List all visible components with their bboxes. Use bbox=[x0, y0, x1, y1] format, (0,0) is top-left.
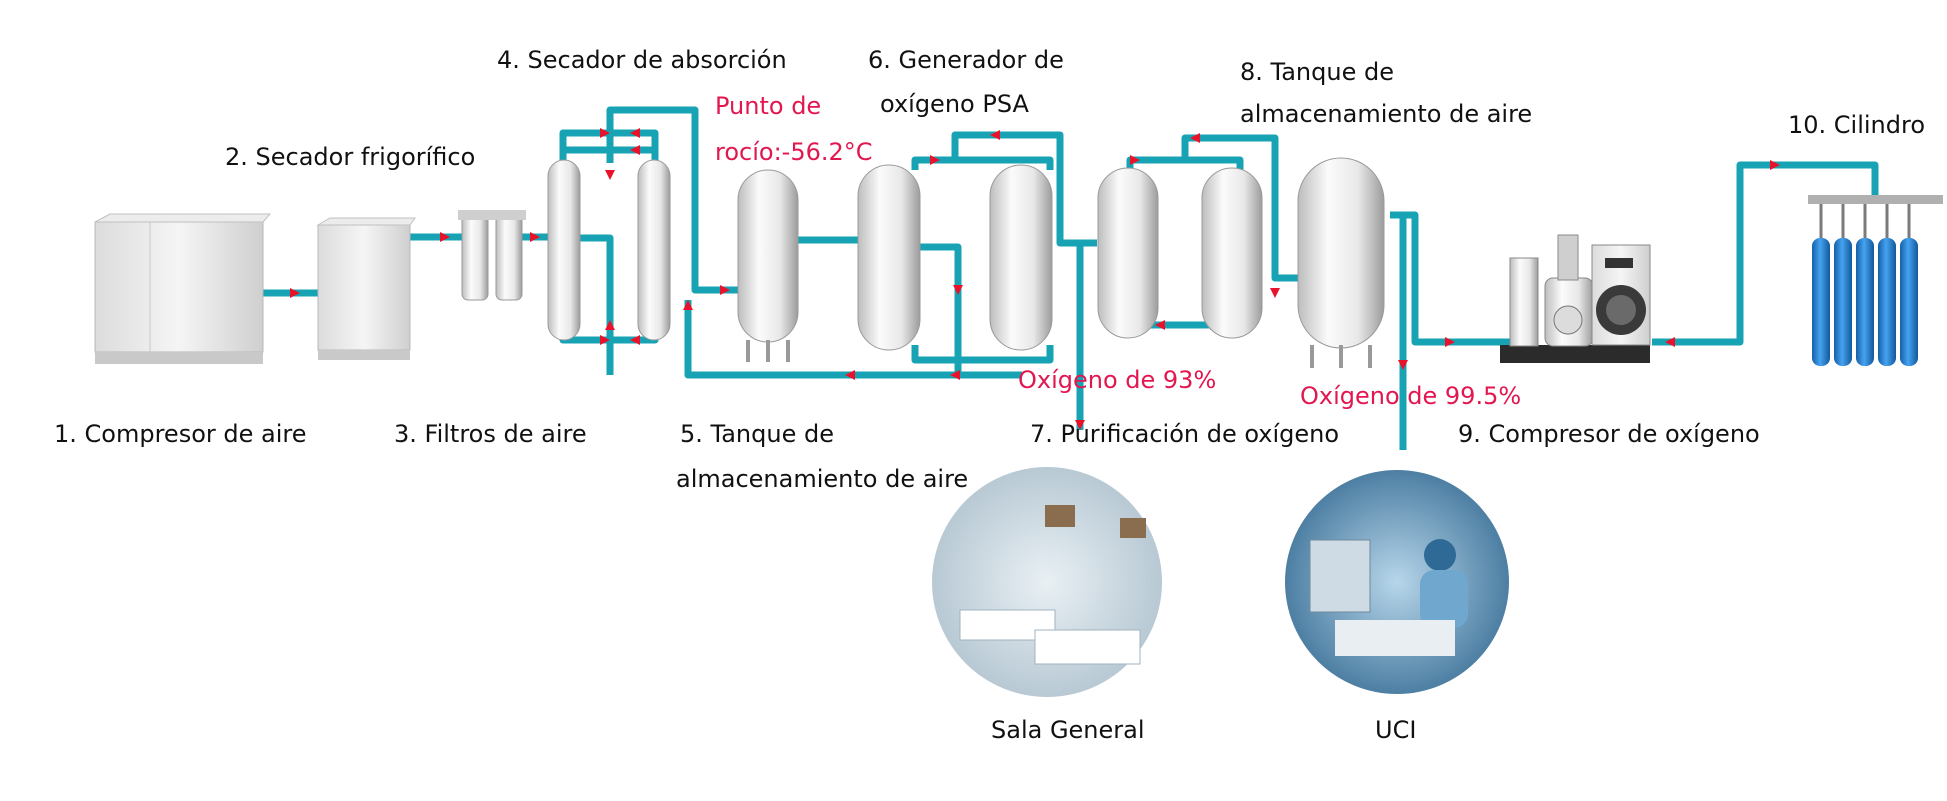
annotation-oxygen-93: Oxígeno de 93% bbox=[1018, 366, 1217, 394]
label-cylinder: 10. Cilindro bbox=[1788, 111, 1926, 139]
icu-photo bbox=[1285, 470, 1509, 694]
absorption-dryer bbox=[547, 159, 671, 341]
pipe-psa-bottom bbox=[911, 345, 1054, 364]
caption-ward: Sala General bbox=[991, 716, 1145, 744]
pipe-psa-top-loop bbox=[911, 156, 1054, 170]
air-compressor bbox=[94, 213, 272, 364]
label-air-tank-5-line2: almacenamiento de aire bbox=[676, 465, 969, 493]
label-psa-line1: 6. Generador de bbox=[868, 46, 1064, 74]
pipe-purif-top-loop bbox=[1126, 156, 1244, 170]
annotation-dew-point-line2: rocío:-56.2°C bbox=[715, 138, 873, 166]
oxygen-cylinders bbox=[1808, 195, 1943, 366]
pipe-compressor-to-cylinder bbox=[1652, 161, 1879, 346]
flow-arrows bbox=[290, 128, 1780, 430]
label-air-filters: 3. Filtros de aire bbox=[394, 420, 587, 448]
air-storage-tank-5 bbox=[737, 169, 799, 362]
label-air-compressor: 1. Compresor de aire bbox=[54, 420, 307, 448]
label-purification: 7. Purificación de oxígeno bbox=[1030, 420, 1340, 448]
pipe-purif-upper bbox=[1181, 134, 1300, 282]
label-psa-line2: oxígeno PSA bbox=[880, 90, 1029, 118]
air-filters bbox=[458, 210, 526, 301]
annotation-oxygen-995: Oxígeno de 99.5% bbox=[1300, 382, 1522, 410]
oxygen-compressor bbox=[1500, 234, 1651, 363]
annotation-dew-point-line1: Punto de bbox=[715, 92, 822, 120]
label-air-tank-5-line1: 5. Tanque de bbox=[680, 420, 834, 448]
refrigerated-dryer bbox=[316, 217, 416, 360]
label-air-tank-8-line2: almacenamiento de aire bbox=[1240, 100, 1533, 128]
pipe-return-low bbox=[684, 300, 1022, 379]
pipe-absorber-up bbox=[606, 106, 738, 294]
ward-photo bbox=[932, 467, 1162, 697]
caption-icu: UCI bbox=[1375, 716, 1417, 744]
pipe-psa-upper bbox=[951, 131, 1097, 247]
pipe-psa-cross bbox=[915, 243, 962, 375]
label-air-tank-8-line1: 8. Tanque de bbox=[1240, 58, 1394, 86]
label-absorption-dryer: 4. Secador de absorción bbox=[497, 46, 787, 74]
label-oxygen-compressor: 9. Compresor de oxígeno bbox=[1458, 420, 1760, 448]
psa-oxygen-generator bbox=[857, 164, 1053, 351]
pipe-tank8-out bbox=[1390, 211, 1515, 346]
label-refrigerated-dryer: 2. Secador frigorífico bbox=[225, 143, 476, 171]
oxygen-purification bbox=[1097, 167, 1263, 339]
air-storage-tank-8 bbox=[1297, 157, 1385, 368]
